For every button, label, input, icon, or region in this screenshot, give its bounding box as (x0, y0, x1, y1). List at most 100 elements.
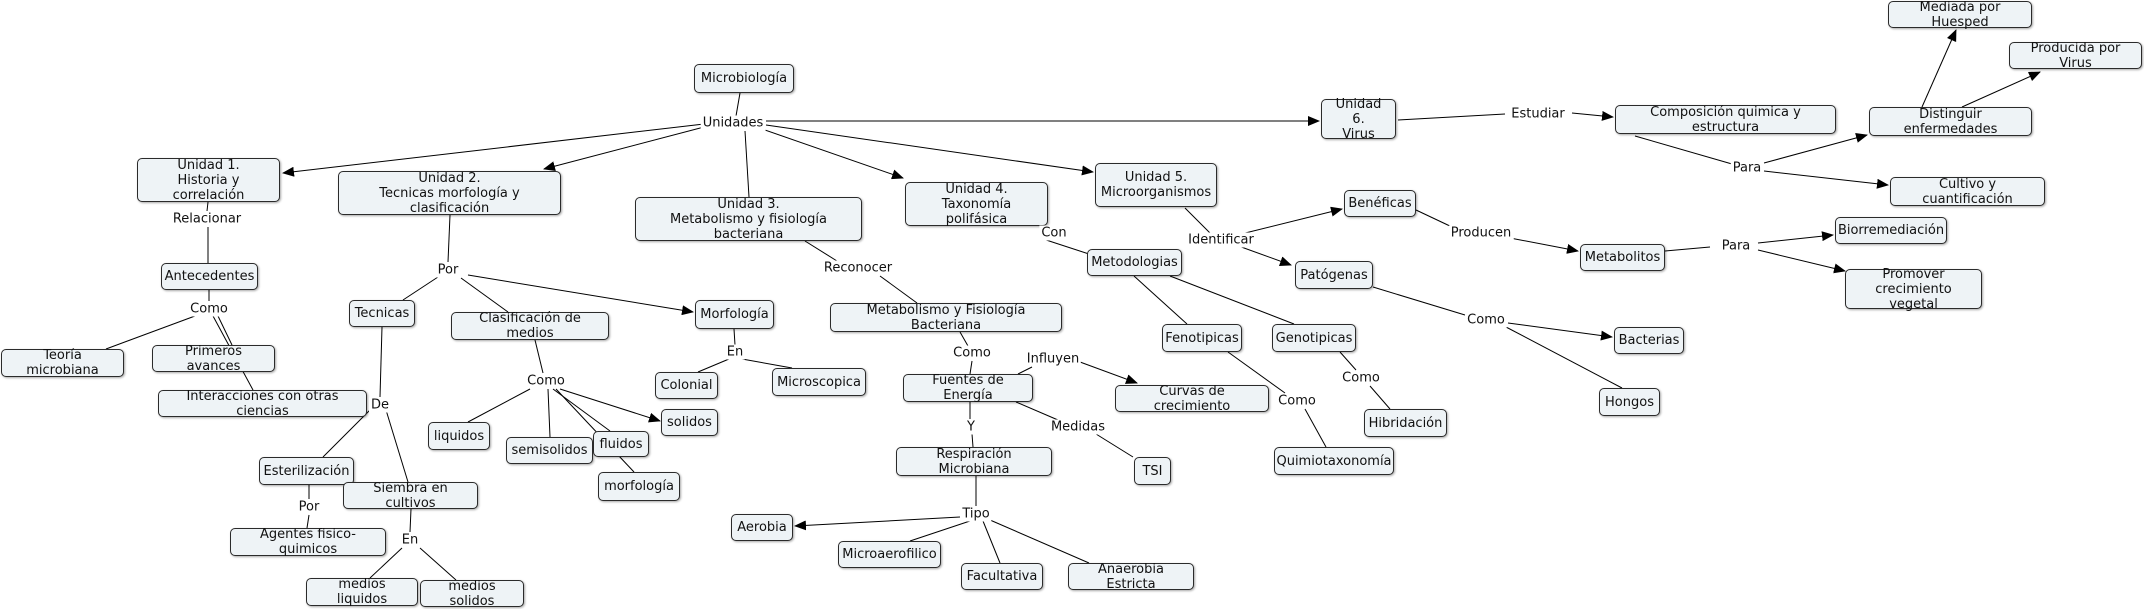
connector-line (697, 358, 730, 373)
connector-line (1017, 366, 1033, 375)
connector-line (409, 508, 412, 533)
link-como-genotipicas: Como (1340, 370, 1382, 386)
link-producen: Producen (1448, 225, 1514, 241)
concept-cultivo-cuantificacion[interactable]: Cultivo y cuantificación (1890, 177, 2045, 207)
link-tipo: Tipo (960, 506, 992, 522)
connector-arrow (559, 388, 661, 423)
connector-line (306, 514, 310, 529)
concept-quimiotaxonomia[interactable]: Quimiotaxonomía (1274, 447, 1394, 475)
connector-line (1339, 351, 1357, 371)
concept-medios-solidos[interactable]: medios solidos (420, 579, 524, 609)
concept-composicion[interactable]: Composición quimica y estructura (1615, 105, 1836, 135)
connector-line (1095, 433, 1134, 458)
concept-biorremediacion[interactable]: Biorremediación (1835, 217, 1947, 244)
concept-solidos[interactable]: solidos (661, 409, 718, 436)
connector-line (379, 326, 383, 398)
concept-fuentes-energia[interactable]: Fuentes de Energía (903, 373, 1033, 403)
concept-unidad-1[interactable]: Unidad 1. Historia y correlación (137, 158, 280, 203)
connector-line (467, 388, 531, 423)
concept-hongos[interactable]: Hongos (1599, 388, 1660, 416)
concept-anaerobia-estricta[interactable]: Anaerobia Estricta (1068, 562, 1194, 592)
concept-morfologia[interactable]: Morfología (695, 300, 774, 329)
link-con: Con (1039, 225, 1069, 241)
concept-tsi[interactable]: TSI (1134, 457, 1171, 485)
connector-line (419, 547, 457, 581)
concept-agentes-fisico-quimicos[interactable]: Agentes fisico-quimicos (230, 527, 386, 557)
concept-fenotipicas[interactable]: Fenotipicas (1162, 324, 1242, 352)
concept-siembra-cultivos[interactable]: Siembra en cultivos (343, 481, 478, 511)
link-por-unidad2: Por (435, 262, 461, 278)
concept-beneficas[interactable]: Benéficas (1344, 190, 1416, 217)
concept-teoria-microbiana[interactable]: Teoría microbiana (1, 348, 124, 378)
connector-line (1184, 207, 1211, 234)
connector-arrow (1757, 249, 1846, 274)
concept-mediada-por-huesped[interactable]: Mediada por Huesped (1888, 0, 2032, 30)
connector-line (989, 519, 1090, 564)
connector-line (534, 339, 544, 374)
concept-hibridacion[interactable]: Hibridación (1364, 409, 1447, 437)
link-influyen: Influyen (1024, 351, 1082, 367)
concept-patogenas[interactable]: Patógenas (1295, 261, 1373, 289)
connector-line (744, 130, 750, 198)
concept-respiracion-microbiana[interactable]: Respiración Microbiana (896, 447, 1052, 477)
link-por-esterilizacion: Por (296, 499, 322, 515)
concept-fluidos[interactable]: fluidos (593, 431, 649, 457)
concept-esterilizacion[interactable]: Esterilización (259, 457, 354, 485)
concept-microscopica[interactable]: Microscopica (772, 368, 866, 396)
concept-interacciones[interactable]: Interacciones con otras ciencias (158, 389, 367, 419)
connector-arrow (1232, 206, 1343, 237)
concept-genotipicas[interactable]: Genotipicas (1272, 324, 1356, 352)
concept-tecnicas[interactable]: Tecnicas (349, 300, 415, 327)
connector-line (105, 315, 196, 350)
link-relacionar: Relacionar (170, 211, 244, 227)
concept-unidad-4[interactable]: Unidad 4. Taxonomía polifásica (905, 182, 1048, 227)
concept-colonial[interactable]: Colonial (655, 372, 718, 399)
concept-aerobia[interactable]: Aerobia (731, 514, 793, 541)
connector-arrow (761, 128, 904, 180)
concept-microbiologia[interactable]: Microbiología (694, 64, 794, 93)
concept-producida-por-virus[interactable]: Producida por Virus (2009, 41, 2142, 71)
connector-line (402, 276, 439, 301)
concept-microaerofilico[interactable]: Microaerofilico (838, 541, 941, 568)
connector-line (969, 360, 973, 375)
link-en-siembra: En (399, 532, 421, 548)
connector-line (555, 388, 635, 473)
concept-primeros-avances[interactable]: Primeros avances (152, 344, 275, 374)
concept-unidad-5[interactable]: Unidad 5. Microorganismos (1095, 163, 1217, 207)
connector-arrow (1079, 361, 1138, 384)
concept-promover-crecimiento[interactable]: Promover crecimiento vegetal (1845, 267, 1982, 312)
connector-arrow (765, 124, 1094, 176)
concept-morfologia-medios[interactable]: morfología (598, 472, 680, 501)
concept-metodologias[interactable]: Metodologias (1087, 249, 1182, 276)
connector-arrow (1509, 237, 1579, 254)
connector-line (879, 275, 918, 304)
concept-unidad-3[interactable]: Unidad 3. Metabolismo y fisiología bacte… (635, 197, 862, 242)
connector-line (206, 201, 209, 212)
concept-facultativa[interactable]: Facultativa (961, 563, 1043, 590)
concept-metabolitos[interactable]: Metabolitos (1580, 244, 1665, 271)
concept-semisolidos[interactable]: semisolidos (506, 437, 593, 464)
connector-line (1664, 246, 1711, 252)
concept-medios-liquidos[interactable]: medios liquidos (306, 577, 418, 607)
connector-arrow (1921, 29, 1957, 108)
connector-arrow (1757, 231, 1834, 244)
link-en-morfologia: En (724, 344, 746, 360)
link-como-metabolismo: Como (951, 345, 993, 361)
connector-arrow (282, 123, 705, 177)
concept-distinguir-enfermedades[interactable]: Distinguir enfermedades (1869, 107, 2032, 137)
concept-metabolismo-fisiologia[interactable]: Metabolismo y Fisiología Bacteriana (830, 303, 1062, 333)
concept-unidad-2[interactable]: Unidad 2. Tecnicas morfología y clasific… (338, 171, 561, 216)
link-reconocer: Reconocer (821, 260, 895, 276)
concept-curvas-crecimiento[interactable]: Curvas de crecimiento (1115, 384, 1269, 414)
connector-line (733, 328, 736, 346)
concept-clasificacion-medios[interactable]: Clasificación de medios (451, 311, 609, 341)
connector-arrow (794, 516, 961, 531)
connector-line (1039, 237, 1093, 256)
link-identificar: Identificar (1186, 232, 1256, 248)
concept-antecedentes[interactable]: Antecedentes (161, 263, 258, 290)
concept-bacterias[interactable]: Bacterias (1614, 327, 1684, 354)
concept-unidad-6[interactable]: Unidad 6. Virus (1321, 97, 1396, 142)
concept-liquidos[interactable]: liquidos (428, 422, 490, 450)
link-estudiar: Estudiar (1509, 106, 1567, 122)
